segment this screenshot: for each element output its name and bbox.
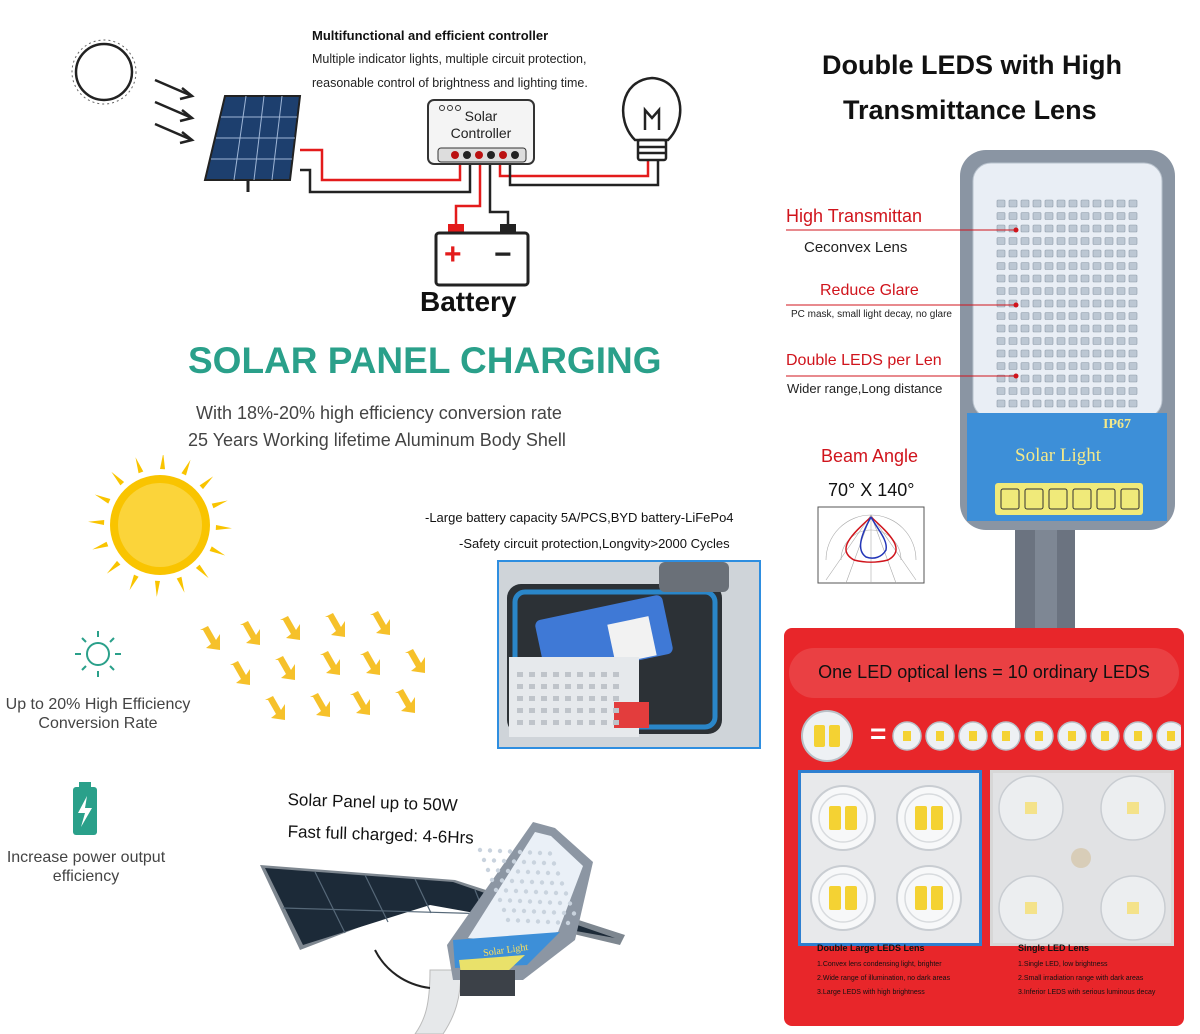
charging-line2: 25 Years Working lifetime Aluminum Body … [188, 430, 566, 450]
label2-sub: PC mask, small light decay, no glare [791, 309, 952, 320]
efficiency-line1: Up to 20% High Efficiency [5, 696, 191, 713]
power-line1: Increase power output [6, 849, 166, 866]
beam-value: 70° X 140° [828, 480, 915, 500]
label3-sub: Wider range,Long distance [787, 381, 943, 396]
solar-controller-icon [427, 99, 535, 165]
controller-diagram: Multifunctional and efficient controller… [60, 20, 700, 330]
ip-rating: IP67 [1103, 417, 1131, 432]
battery-icon [434, 224, 530, 287]
controller-desc-line1: Multiple indicator lights, multiple circ… [312, 52, 587, 66]
callout-lines [786, 227, 1019, 379]
power-feature: Increase power output efficiency [0, 780, 180, 890]
power-line2: efficiency [52, 868, 120, 885]
equals-sign: = [870, 718, 887, 749]
lens-equals-row [801, 710, 1181, 762]
controller-label-1: Solar [464, 108, 498, 124]
single-lens-item-3: 3.Inferior LEDS with serious luminous de… [1018, 989, 1156, 996]
label2-title: Reduce Glare [820, 282, 919, 299]
battery-info-line2: -Safety circuit protection,Longvity>2000… [459, 536, 730, 551]
solar-street-light: Solar Light [255, 820, 655, 1034]
charging-line1: With 18%-20% high efficiency conversion … [196, 403, 562, 423]
solar-panel-line1: Solar Panel up to 50W [287, 790, 459, 815]
sunlight-arrows-yellow [200, 611, 425, 720]
controller-label-2: Controller [450, 125, 512, 141]
beam-title: Beam Angle [821, 446, 919, 466]
double-lens-icon [801, 710, 853, 762]
controller-wiring [71, 39, 682, 287]
sun-icon [88, 455, 232, 597]
double-lens-item-3: 3.Large LEDS with high brightness [817, 989, 925, 996]
double-lens-box [798, 770, 982, 946]
beam-angle-diagram [817, 506, 925, 584]
double-lens-item-1: 1.Convex lens condensing light, brighter [817, 961, 942, 968]
battery-label: Battery [420, 286, 517, 317]
controller-title: Multifunctional and efficient controller [312, 28, 549, 43]
charging-heading: SOLAR PANEL CHARGING [188, 340, 662, 381]
label1-sub: Ceconvex Lens [804, 239, 908, 256]
label1-title: High Transmittan [786, 206, 923, 226]
single-lens-title: Single LED Lens [1018, 943, 1090, 953]
light-bulb-icon [621, 76, 682, 162]
double-lens-title: Double Large LEDS Lens [817, 943, 925, 953]
sun-rays-illustration [80, 455, 490, 745]
battery-minus: − [494, 238, 512, 271]
controller-desc-line2: reasonable control of brightness and lig… [312, 76, 588, 90]
single-lens-item-2: 2.Small irradiation range with dark area… [1018, 975, 1144, 982]
lamp-photo [447, 822, 593, 996]
leds-heading-line2: Transmittance Lens [843, 95, 1097, 125]
battery-photo [497, 560, 761, 749]
solar-panel-icon [203, 95, 302, 192]
comparison-headline: One LED optical lens = 10 ordinary LEDS [818, 662, 1150, 682]
efficiency-line2: Conversion Rate [38, 715, 158, 732]
sun-efficiency-icon [75, 631, 121, 677]
leds-heading-line1: Double LEDS with High [822, 50, 1122, 80]
single-lens-item-1: 1.Single LED, low brightness [1018, 961, 1108, 968]
lens-comparison-panel: One LED optical lens = 10 ordinary LEDS … [784, 628, 1184, 1026]
battery-info-line1: -Large battery capacity 5A/PCS,BYD batte… [425, 510, 734, 525]
label3-title: Double LEDS per Len [786, 352, 942, 369]
single-lens-box [990, 770, 1174, 946]
battery-plus: + [444, 238, 462, 271]
sun-outline-icon [71, 39, 137, 105]
efficiency-feature: Up to 20% High Efficiency Conversion Rat… [0, 625, 200, 735]
led-lamp-head: IP67 Solar Light [955, 145, 1180, 630]
double-lens-item-2: 2.Wide range of illumination, no dark ar… [817, 975, 951, 982]
battery-charge-icon [73, 782, 97, 835]
sunlight-arrows [154, 78, 195, 145]
lamp-text: Solar Light [1015, 445, 1102, 466]
